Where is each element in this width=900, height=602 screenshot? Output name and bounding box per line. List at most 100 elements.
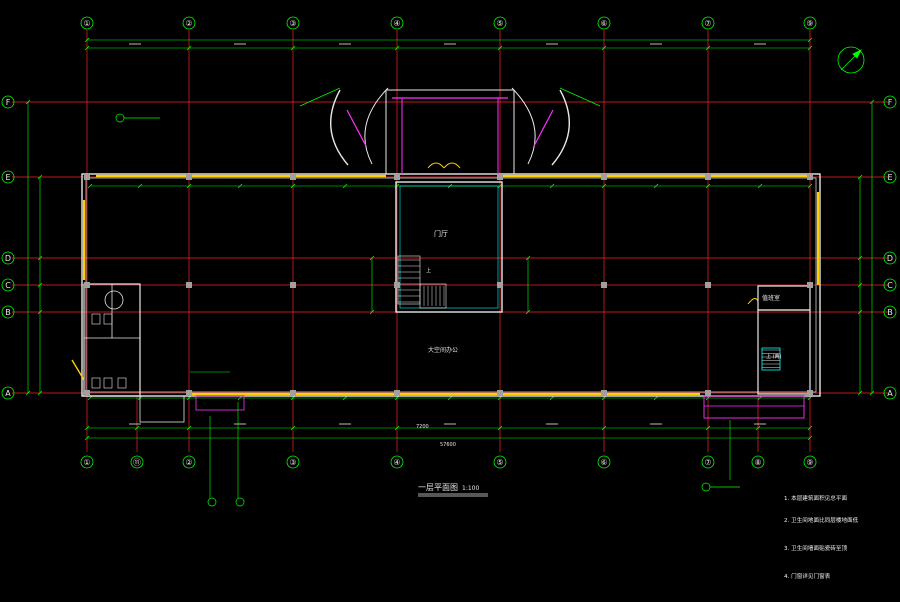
column <box>84 390 90 396</box>
axis-bubble-bottom: ⑤ <box>493 455 507 469</box>
dim-bottom-bays-tick <box>290 425 296 431</box>
dim-top-windows-tick <box>705 183 711 189</box>
axis-bubble-bottom: ③ <box>286 455 300 469</box>
column <box>186 282 192 288</box>
dim-top-windows-tick <box>342 183 348 189</box>
dim-right-bays-tick <box>857 282 863 288</box>
column <box>705 390 711 396</box>
column <box>601 282 607 288</box>
column <box>186 174 192 180</box>
column <box>290 390 296 396</box>
room-labels: 门厅 大空间办公 值班室 上 上 (两) 7200 57600 <box>416 229 782 448</box>
note-4: 4. 门窗详见门窗表 <box>784 572 831 580</box>
svg-text:⑤: ⑤ <box>496 19 503 28</box>
dim-right-bays-tick <box>857 255 863 261</box>
column <box>601 390 607 396</box>
axis-bubble-bottom: ⑨ <box>803 455 817 469</box>
axis-bubble-right: F <box>883 95 897 109</box>
dim-core-right-tick <box>525 309 531 315</box>
svg-text:⑪: ⑪ <box>133 458 141 467</box>
svg-text:C: C <box>5 281 11 290</box>
dim-top-bays-tick <box>394 45 400 51</box>
dim-top-windows-tick <box>601 183 607 189</box>
dim-right-bays-tick <box>857 174 863 180</box>
dim-bottom-bays-tick <box>84 425 90 431</box>
column <box>394 390 400 396</box>
dim-left-bays-tick <box>37 174 43 180</box>
entrance-porch <box>299 87 601 175</box>
axis-bubble-top: ③ <box>286 16 300 30</box>
axis-bubble-left: A <box>1 386 15 400</box>
dim-top-windows-tick <box>653 183 659 189</box>
dim-top-windows-tick <box>87 183 93 189</box>
toilet-block <box>71 283 141 397</box>
column <box>497 282 503 288</box>
window-bands <box>82 174 820 396</box>
dim-bottom-bays-tick <box>497 425 503 431</box>
drawing-title: 一层平面图 1:100 <box>418 483 488 497</box>
svg-text:④: ④ <box>393 458 400 467</box>
svg-text:⑤: ⑤ <box>496 458 503 467</box>
svg-text:①: ① <box>83 19 90 28</box>
axis-bubble-right: E <box>883 170 897 184</box>
stair-up-label: 上 <box>426 267 431 274</box>
svg-text:③: ③ <box>289 19 296 28</box>
room-hall: 大空间办公 <box>428 346 458 354</box>
note-1: 1. 本层建筑面积见总平面 <box>784 494 847 502</box>
dimension-lines <box>25 37 875 441</box>
plan-scale: 1:100 <box>462 485 479 492</box>
column <box>394 174 400 180</box>
dim-top-bays-tick <box>186 45 192 51</box>
dim-core-left-tick <box>369 255 375 261</box>
svg-text:C: C <box>887 281 893 290</box>
dim-bottom-bays-tick <box>186 425 192 431</box>
axis-bubble-top: ⑨ <box>803 16 817 30</box>
dim-left-bays-tick <box>37 390 43 396</box>
axis-bubble-bottom: ④ <box>390 455 404 469</box>
svg-text:④: ④ <box>393 19 400 28</box>
svg-text:A: A <box>5 389 11 398</box>
axis-bubble-right: A <box>883 386 897 400</box>
svg-text:E: E <box>887 173 892 182</box>
svg-text:⑦: ⑦ <box>704 458 711 467</box>
dim-top-bays-tick <box>601 45 607 51</box>
column <box>807 174 813 180</box>
axis-grid <box>12 30 888 452</box>
column <box>497 390 503 396</box>
axis-bubble-top: ① <box>80 16 94 30</box>
column <box>186 390 192 396</box>
svg-text:③: ③ <box>289 458 296 467</box>
dim-bottom-bays-tick <box>394 425 400 431</box>
stair-up-label-2: 上 (两) <box>766 353 782 360</box>
dim-top-windows-tick <box>757 183 763 189</box>
column <box>290 174 296 180</box>
dim-bottom-total-tick <box>807 435 813 441</box>
dim-top-windows-tick <box>186 183 192 189</box>
svg-text:⑨: ⑨ <box>806 458 813 467</box>
axis-bubble-top: ⑤ <box>493 16 507 30</box>
svg-text:B: B <box>887 308 893 317</box>
dim-right-total-tick <box>869 390 875 396</box>
dim-left-total-tick <box>25 390 31 396</box>
svg-text:F: F <box>6 98 11 107</box>
dim-top-total-tick <box>807 37 813 43</box>
dim-left-bays-tick <box>37 255 43 261</box>
notes-block: 1. 本层建筑面积见总平面 2. 卫生间地面比同层楼地面低 3. 卫生间墙面贴瓷… <box>784 494 859 580</box>
column <box>807 390 813 396</box>
axis-bubble-left: E <box>1 170 15 184</box>
svg-text:⑧: ⑧ <box>754 458 761 467</box>
dim-core-right-tick <box>525 255 531 261</box>
dim-bottom-total-tick <box>84 435 90 441</box>
dim-right-bays-tick <box>857 309 863 315</box>
dim-core-left-tick <box>369 309 375 315</box>
axis-bubble-bottom: ⑧ <box>751 455 765 469</box>
axis-bubble-left: D <box>1 251 15 265</box>
axis-bubble-bottom: ⑥ <box>597 455 611 469</box>
axis-bubble-top: ⑥ <box>597 16 611 30</box>
column <box>601 174 607 180</box>
dim-top-bays-tick <box>807 45 813 51</box>
svg-text:B: B <box>5 308 11 317</box>
axis-bubble-bottom: ② <box>182 455 196 469</box>
dim-top-windows-tick <box>807 183 813 189</box>
